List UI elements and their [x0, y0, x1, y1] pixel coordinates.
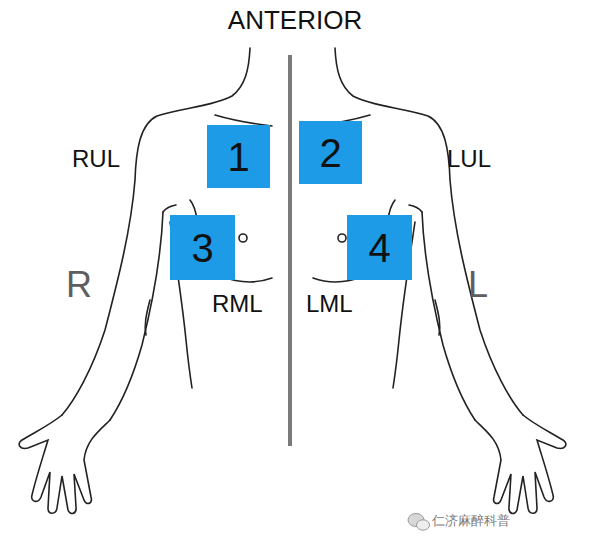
hand [19, 415, 110, 514]
wechat-icon [408, 514, 430, 531]
zone-number: 4 [368, 228, 390, 268]
outer-contour [62, 48, 250, 415]
body-half-mirror [313, 48, 566, 514]
nipple [239, 234, 247, 242]
elbow [145, 300, 150, 335]
zone-box: 4 [347, 215, 412, 280]
midline [288, 55, 292, 446]
view-title: ANTERIOR [228, 6, 362, 35]
armpit [163, 205, 176, 212]
lobe-label: RUL [72, 146, 120, 172]
zone-box: 3 [170, 215, 235, 280]
zone-number: 2 [319, 133, 341, 173]
lobe-label: LML [306, 291, 353, 317]
zone-number: 3 [191, 228, 213, 268]
side-label: R [66, 265, 92, 305]
lobe-label: RML [212, 291, 263, 317]
side-label: L [468, 265, 488, 305]
inner-arm [110, 212, 163, 420]
zone-box: 2 [299, 121, 362, 184]
zone-number: 1 [227, 137, 249, 177]
watermark: 仁济麻醉科普 [432, 514, 510, 528]
lobe-label: LUL [447, 146, 491, 172]
zone-box: 1 [207, 125, 270, 188]
body-half [19, 48, 272, 514]
